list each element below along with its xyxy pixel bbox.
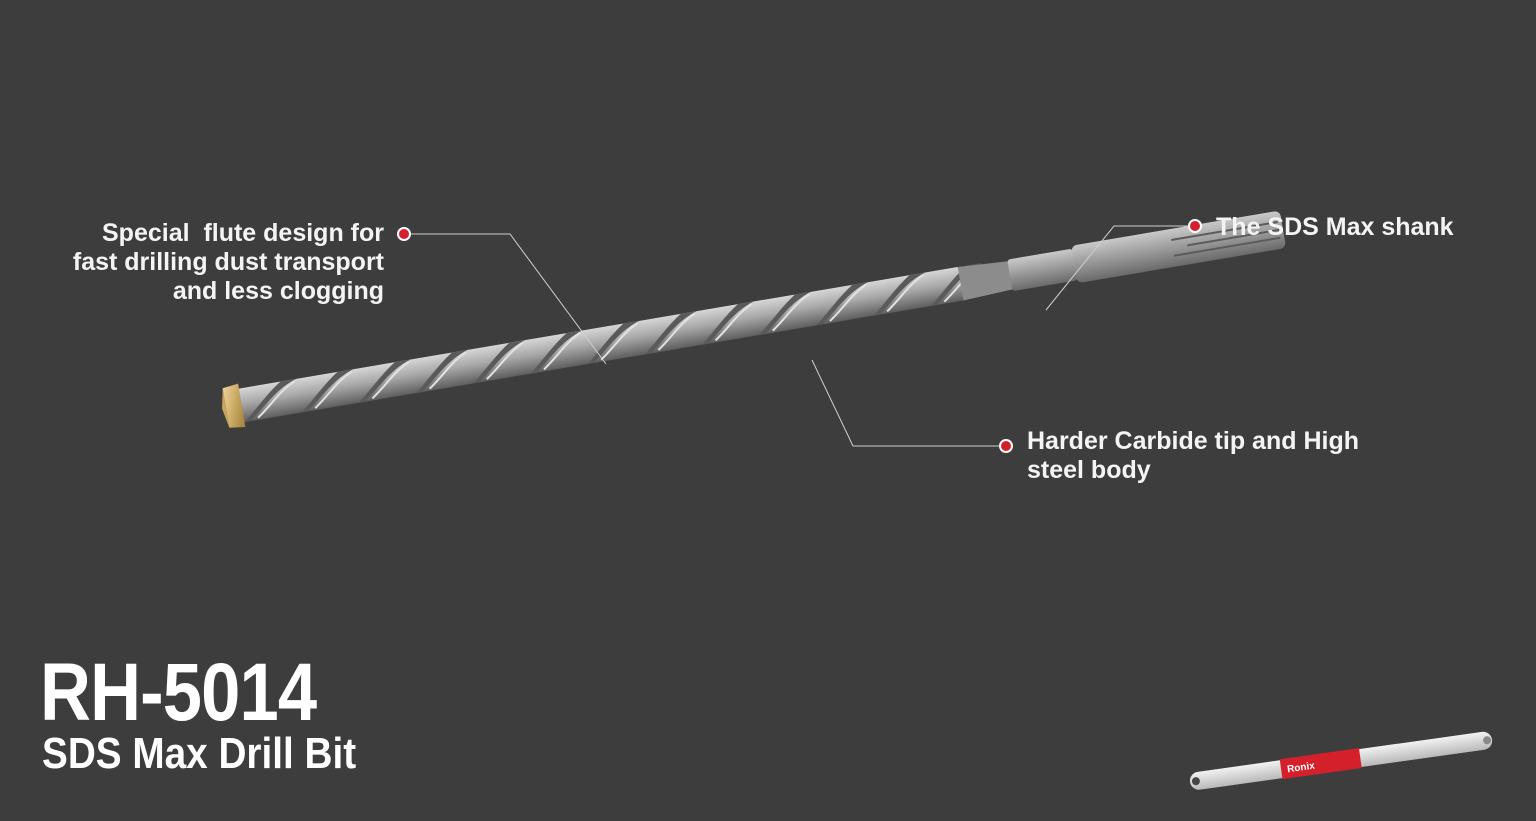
callout-dot-flute: [397, 227, 411, 241]
product-model: RH-5014: [40, 647, 317, 738]
flute-highlight: [428, 351, 467, 390]
flute-groove: [702, 301, 754, 345]
flute-highlight: [543, 332, 581, 371]
flute-highlight: [657, 312, 696, 351]
product-name: SDS Max Drill Bit: [42, 729, 357, 778]
leader-line-shank: [1045, 225, 1189, 311]
flute-groove: [358, 359, 411, 403]
flute-highlight: [371, 361, 410, 400]
flute-highlight: [314, 370, 353, 409]
flute-highlight: [886, 273, 925, 313]
flute-highlight: [486, 341, 524, 380]
drill-collar: [1007, 249, 1078, 291]
flute-highlight: [714, 302, 753, 342]
flute-groove: [644, 311, 697, 355]
flute-highlight: [829, 283, 867, 322]
carbide-tip: [222, 383, 246, 428]
shank-grooves: [1171, 221, 1281, 257]
leader-line-tip: [811, 359, 1002, 447]
callout-carbide-tip: Harder Carbide tip and High steel body: [1027, 427, 1359, 484]
drill-flutes: [244, 262, 983, 423]
package-brand: Ronix: [1286, 760, 1315, 775]
flute-highlight: [772, 293, 810, 332]
flute-groove: [530, 330, 583, 374]
leader-line-flute: [410, 233, 607, 365]
leader-lines: [410, 225, 1189, 447]
callout-dot-shank: [1188, 219, 1202, 233]
flute-groove: [416, 349, 468, 394]
flute-highlight: [257, 380, 296, 419]
flute-groove: [244, 378, 297, 423]
flute-groove: [816, 282, 869, 326]
callout-dot-tip: [999, 439, 1013, 453]
package-thumbnail: Ronix: [1189, 731, 1493, 790]
flute-groove: [587, 320, 640, 365]
callout-sds-max-shank: The SDS Max shank: [1216, 213, 1454, 241]
package-label: [1279, 748, 1362, 780]
flute-groove: [930, 262, 983, 307]
callout-flute-design: Special flute design for fast drilling d…: [72, 219, 384, 305]
flute-groove: [301, 369, 354, 413]
flute-groove: [759, 291, 811, 336]
drill-bit: [222, 211, 1286, 428]
flute-groove: [473, 340, 525, 384]
flute-groove: [873, 272, 926, 316]
flute-highlight: [600, 322, 639, 361]
drill-neck: [957, 260, 1018, 301]
